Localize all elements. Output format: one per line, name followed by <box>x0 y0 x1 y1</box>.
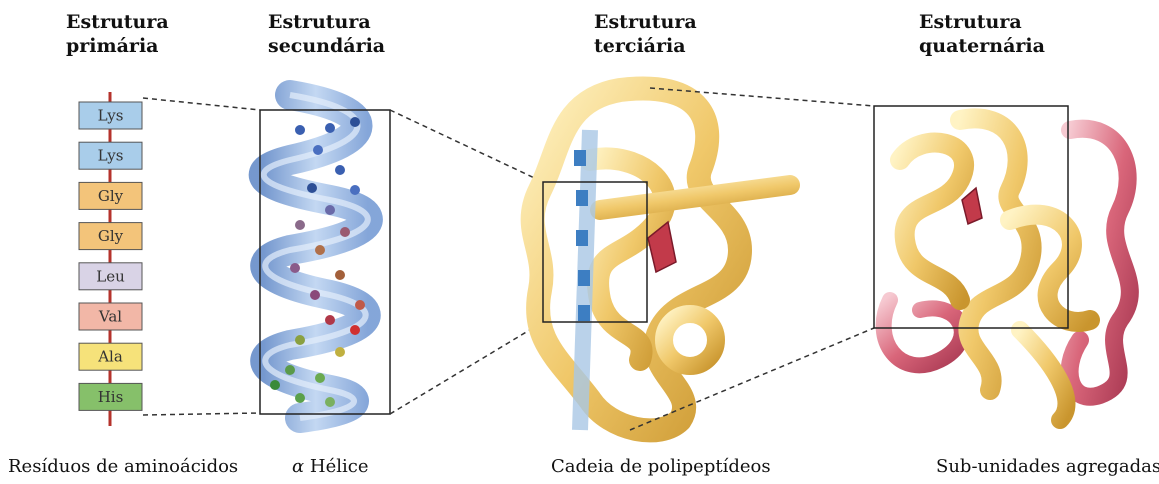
connector-primary-secondary-bottom <box>143 413 260 415</box>
residue-label: Leu <box>96 267 125 285</box>
tertiary-structure-illustration <box>533 88 790 430</box>
heme-group-quaternary <box>962 188 982 224</box>
residue-label: Val <box>98 308 122 326</box>
residue-label: Gly <box>98 187 124 205</box>
residue-label: Gly <box>98 227 124 245</box>
connector-secondary-tertiary-bottom <box>390 322 543 414</box>
residue-label: His <box>98 388 124 406</box>
caption-helix-label: Hélice <box>310 456 369 477</box>
residue-label: Ala <box>97 348 123 366</box>
residue-label: Lys <box>98 107 124 125</box>
alpha-helix-illustration <box>264 95 368 418</box>
connector-primary-secondary-top <box>143 98 260 110</box>
quaternary-structure-illustration <box>884 118 1130 420</box>
residue-label: Lys <box>98 147 124 165</box>
caption-subunits: Sub-unidades agregadas <box>936 456 1159 478</box>
connector-secondary-tertiary-top <box>390 110 543 182</box>
alpha-symbol: α <box>292 456 304 477</box>
caption-helix: α Hélice <box>292 456 369 478</box>
caption-residues: Resíduos de aminoácidos <box>8 456 238 478</box>
caption-polypeptide: Cadeia de polipeptídeos <box>551 456 771 478</box>
